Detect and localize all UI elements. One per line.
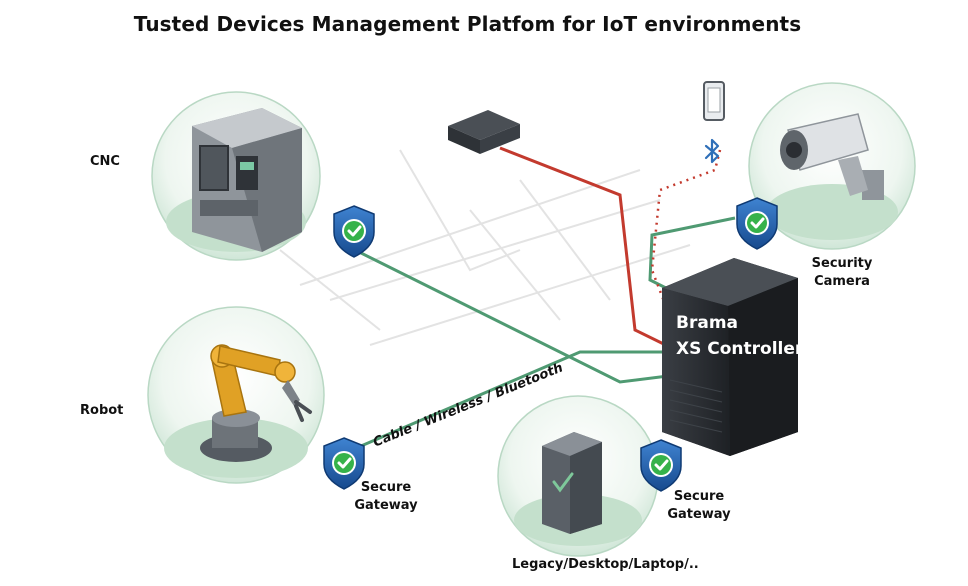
secure-gateway-right-line1: Secure	[673, 489, 725, 504]
secure-gateway-left-line1: Secure	[360, 480, 412, 495]
security-camera-label-line2: Camera	[814, 274, 870, 289]
controller-label: Brama XS Controller	[676, 310, 803, 362]
cnc-label: CNC	[90, 154, 120, 169]
robot-arm-icon	[200, 344, 312, 462]
server-tower-icon	[542, 432, 602, 534]
cnc-machine-icon	[192, 108, 302, 252]
secure-gateway-left-label: Secure Gateway	[350, 479, 422, 515]
smartphone-icon	[703, 81, 725, 121]
insecure-links	[499, 146, 722, 354]
robot-link	[339, 350, 690, 457]
secure-gateway-right-line2: Gateway	[667, 507, 731, 522]
switch-link	[499, 146, 681, 354]
controller-rack-icon	[662, 258, 798, 456]
security-camera-label: Security Camera	[810, 255, 874, 291]
legacy-devices-label: Legacy/Desktop/Laptop/..	[512, 557, 699, 572]
shield-check-icon	[735, 196, 779, 251]
cnc-link	[354, 248, 701, 384]
security-camera-label-line1: Security	[811, 256, 873, 271]
security-camera-icon	[780, 113, 884, 200]
floor-plan	[279, 149, 691, 346]
controller-label-line2: XS Controller	[676, 339, 804, 359]
shield-check-icon	[332, 204, 376, 259]
secure-gateway-right-label: Secure Gateway	[663, 488, 735, 524]
bluetooth-icon	[704, 138, 720, 164]
network-switch-icon	[448, 110, 520, 154]
robot-label: Robot	[80, 403, 124, 418]
secure-gateway-left-line2: Gateway	[354, 498, 418, 513]
diagram-title: Tusted Devices Management Platfom for Io…	[133, 12, 802, 36]
controller-label-line1: Brama	[676, 313, 738, 333]
